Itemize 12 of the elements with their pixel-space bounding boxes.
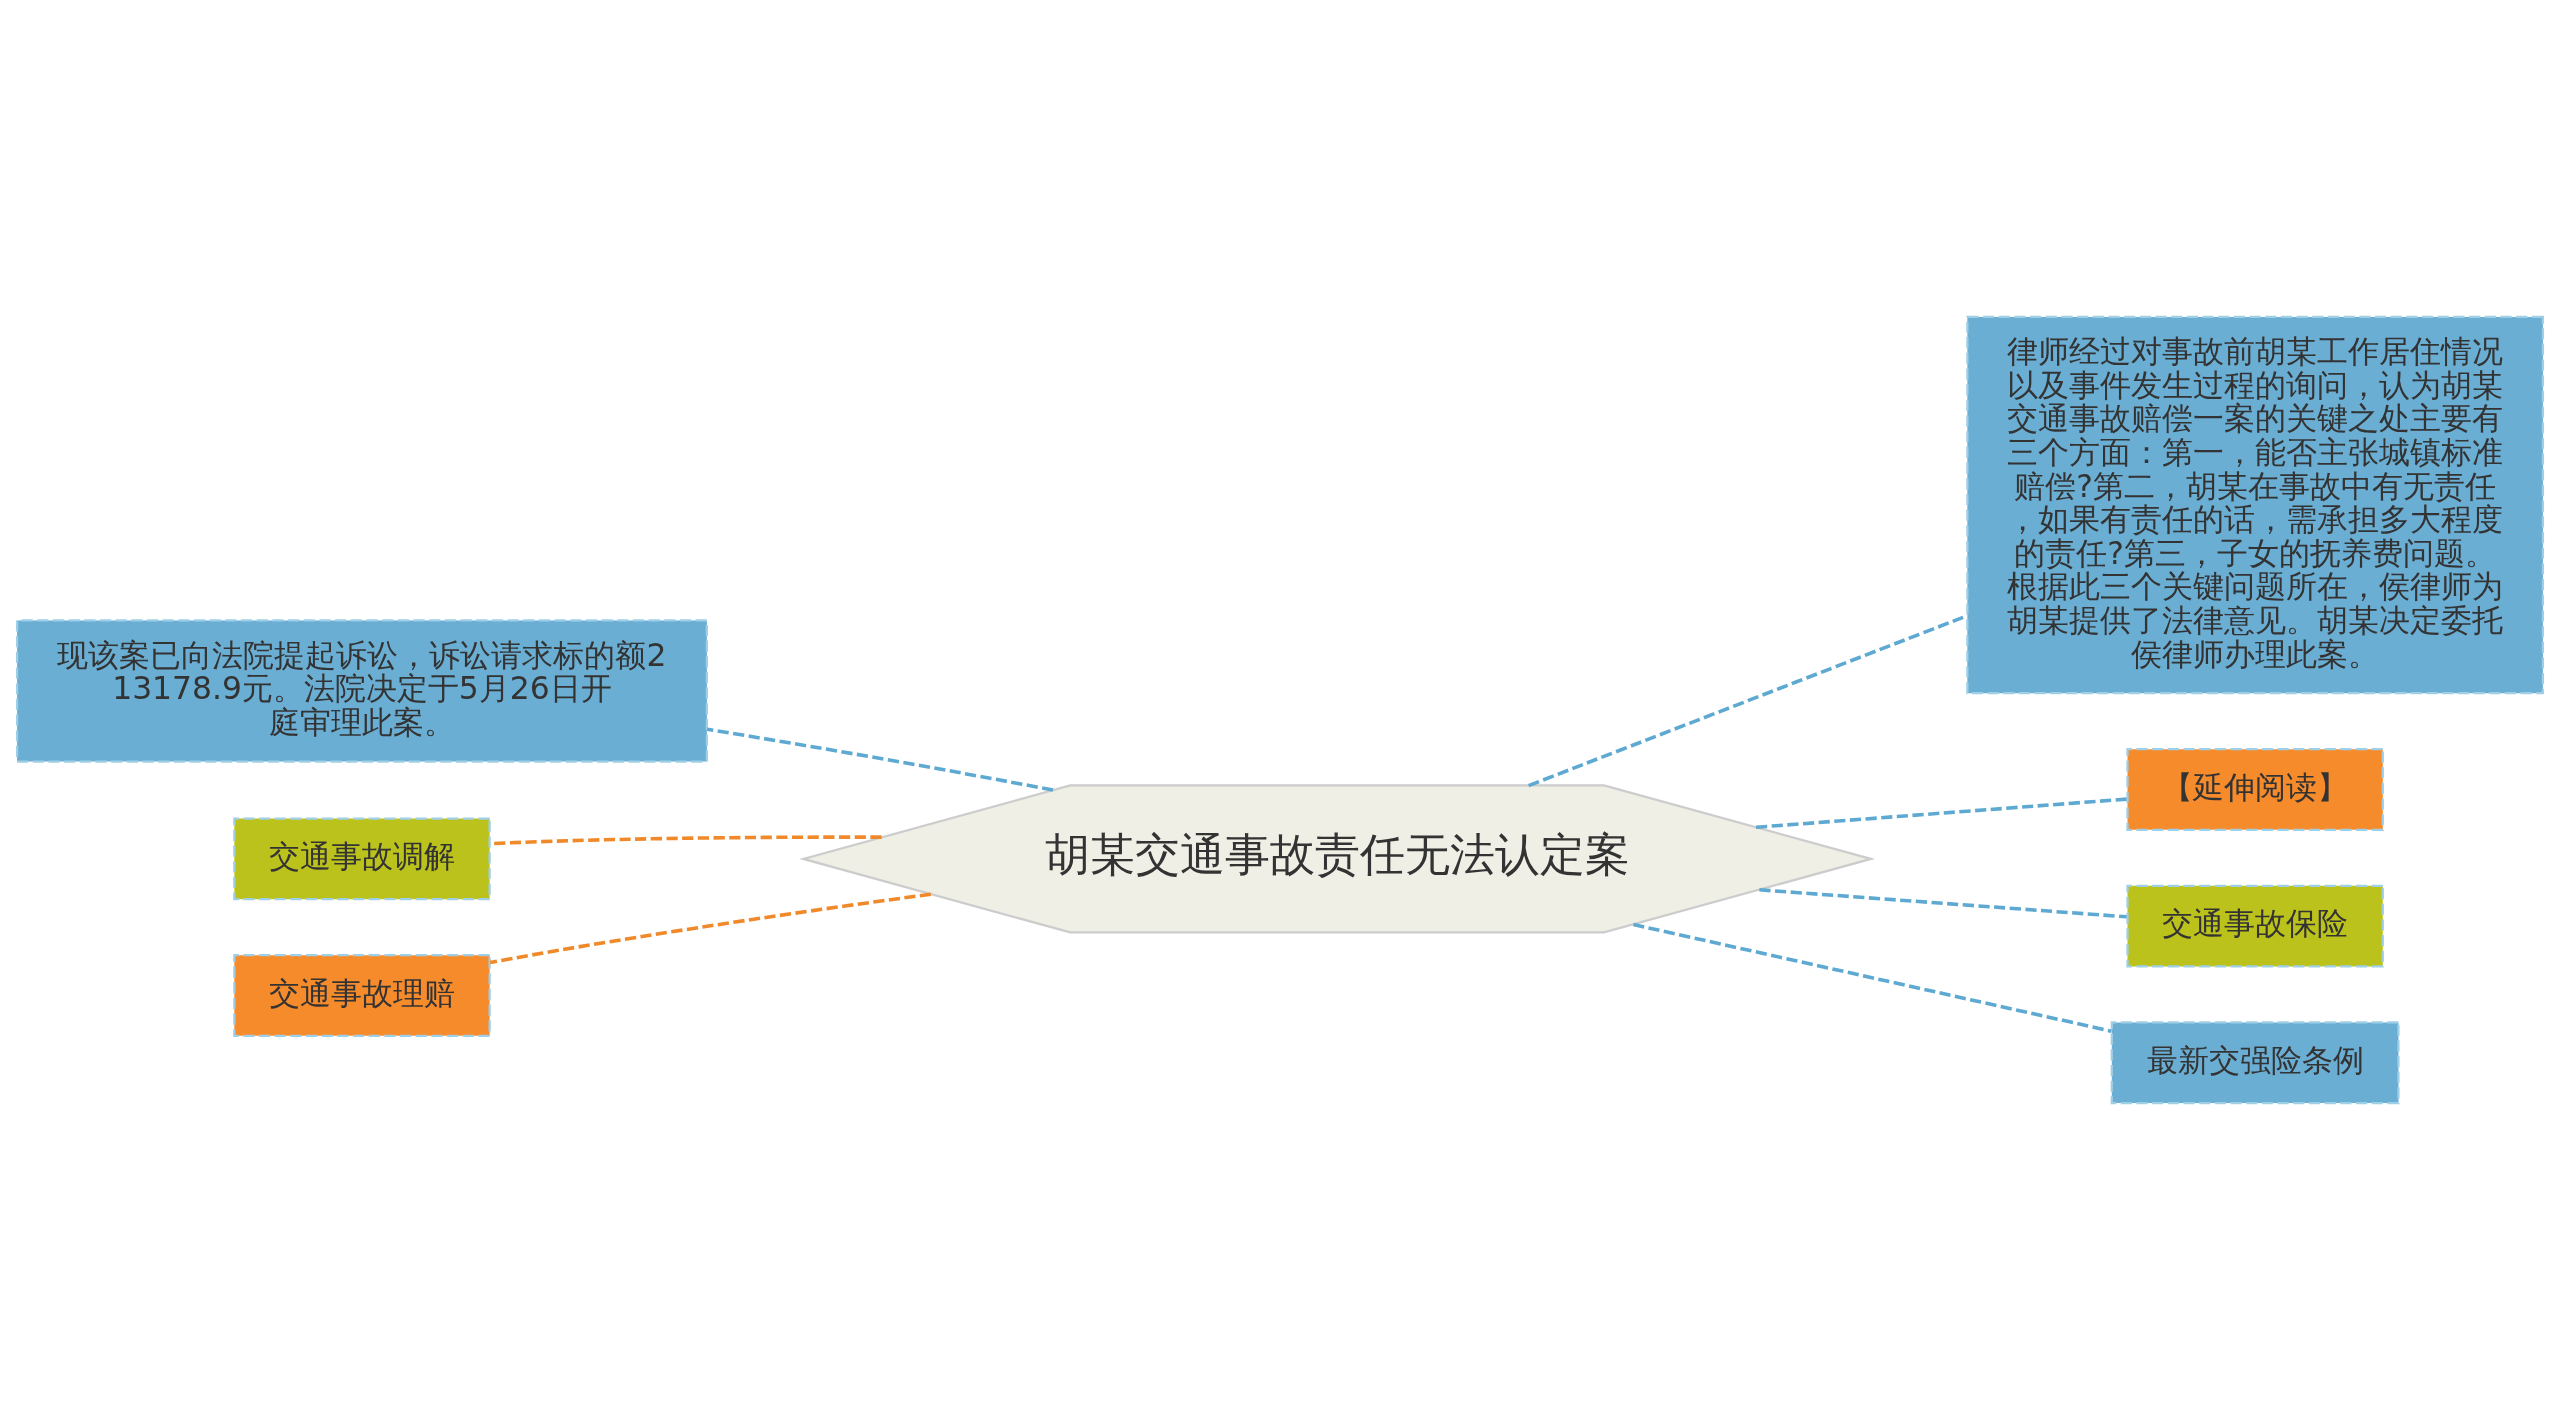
connector — [1759, 887, 2127, 919]
node-box: 交通事故理赔 — [233, 953, 491, 1037]
node-box: 【延伸阅读】 — [2126, 747, 2384, 831]
node-box: 最新交强险条例 — [2110, 1020, 2400, 1104]
connector — [489, 891, 932, 964]
connector — [706, 727, 1054, 792]
connector — [1633, 922, 2112, 1033]
node-box: 交通事故保险 — [2126, 884, 2384, 968]
node-box: 律师经过对事故前胡某工作居住情况以及事件发生过程的询问，认为胡某交通事故赔偿一案的关键之处主要有三个方面：第一，能否主张城镇标准赔偿?第二，胡某在事故中有无责任，如果有责任的话，需承担多大程度的责任?第三，子女的抚养费问题。根据此三个关键问题所在，侯律师为胡某提供了法律意见。胡某决定委托侯律师办理此案。 — [1966, 315, 2545, 694]
connector — [1755, 796, 2127, 829]
node-box: 交通事故调解 — [233, 817, 491, 900]
node-box: 现该案已向法院提起诉讼，诉讼请求标的额213178.9元。法院决定于5月26日开庭审理此案。 — [15, 618, 708, 763]
